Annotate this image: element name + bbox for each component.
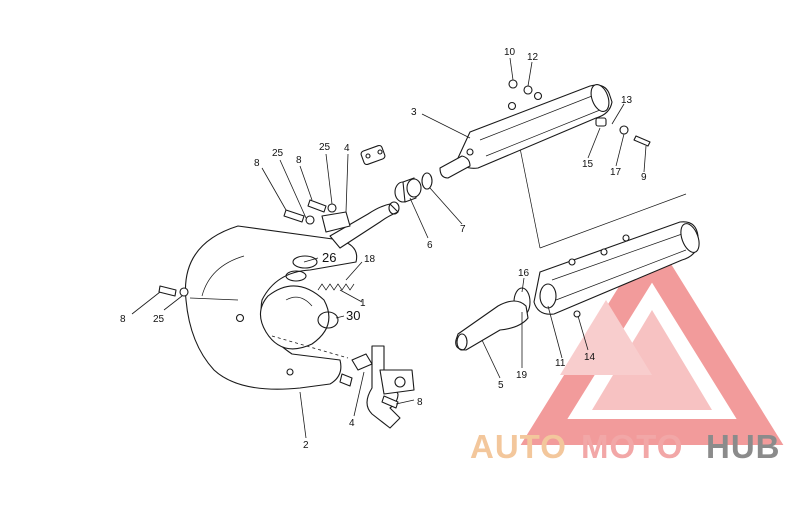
callout-25-left: 25: [153, 314, 165, 325]
wordmark-auto: AUTO: [470, 428, 567, 465]
callout-12: 12: [527, 52, 539, 63]
callout-8-upper-left: 8: [254, 158, 260, 169]
wordmark-hub: HUB: [706, 428, 781, 465]
callout-8-lower: 8: [417, 397, 423, 408]
callout-14: 14: [584, 352, 596, 363]
expansion-chamber: [184, 225, 358, 390]
wordmark-moto: MOTO: [581, 428, 683, 465]
silencer-lower: [455, 221, 700, 351]
callout-19: 19: [516, 370, 528, 381]
callout-11: 11: [555, 358, 566, 369]
logo-triangle-inner: [592, 310, 712, 410]
callout-10: 10: [504, 47, 516, 58]
logo-triangle-left: [560, 300, 652, 375]
callout-6: 6: [427, 240, 433, 251]
callout-4-lower: 4: [349, 418, 355, 429]
callout-5: 5: [498, 380, 504, 391]
callout-13: 13: [621, 95, 633, 106]
callout-4-upper: 4: [344, 143, 350, 154]
spring-and-rings: [285, 255, 355, 329]
callout-16: 16: [518, 268, 530, 279]
fasteners-upper-right: [508, 79, 651, 147]
callout-labels: 10 12 3 13 15 17 9 25 8 25 4 8 26 18 1 3…: [120, 47, 647, 451]
pipe-sleeve: [394, 172, 433, 203]
callout-17: 17: [610, 167, 622, 178]
leader-lines: [131, 57, 647, 439]
callout-8-upper-mid: 8: [296, 155, 302, 166]
callout-18: 18: [364, 254, 376, 265]
callout-15: 15: [582, 159, 594, 170]
bolts-left: [158, 199, 337, 297]
callout-26: 26: [322, 250, 336, 265]
callout-25-upper-mid: 25: [319, 142, 331, 153]
lower-bracket: [339, 345, 415, 429]
silencer-upper: [439, 84, 613, 179]
reference-lines: [519, 147, 687, 249]
callout-3: 3: [411, 107, 417, 118]
header-pipe: [321, 144, 400, 249]
callout-1: 1: [360, 298, 366, 309]
automotohub-logo-mark: [520, 233, 784, 445]
callout-30: 30: [346, 308, 360, 323]
callout-2: 2: [303, 440, 309, 451]
callout-9: 9: [641, 172, 647, 183]
automotohub-wordmark: AUTO MOTO HUB: [470, 428, 781, 465]
callout-25-upper-left: 25: [272, 148, 284, 159]
callout-8-left: 8: [120, 314, 126, 325]
callout-7: 7: [460, 224, 466, 235]
